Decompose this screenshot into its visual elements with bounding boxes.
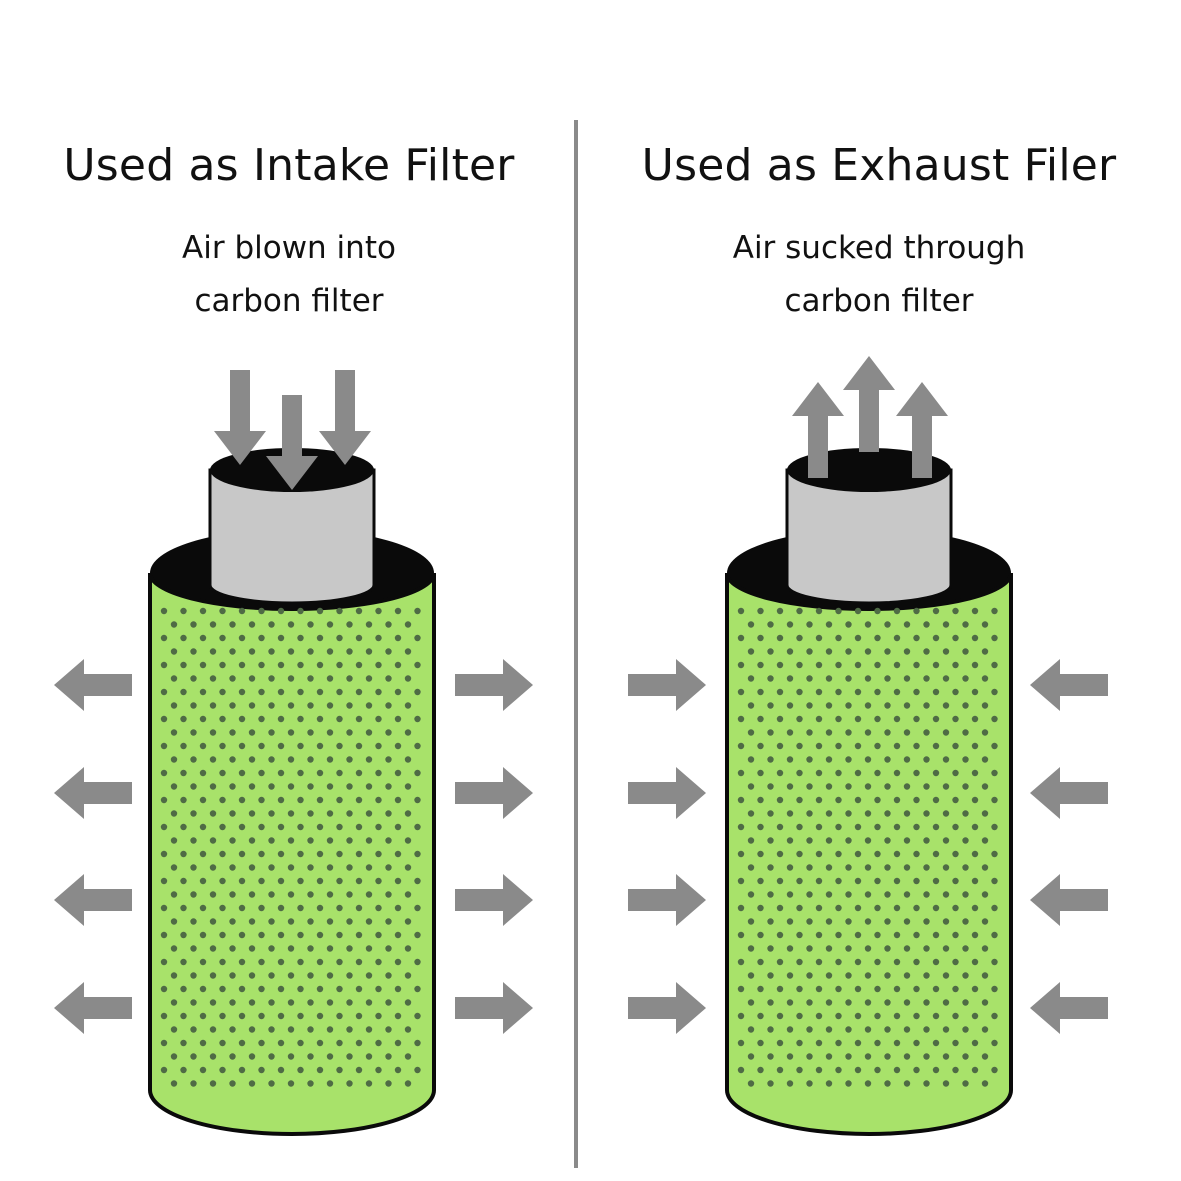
intake-arrow-out-left-1 [54,659,132,711]
panel-divider [574,120,578,1168]
exhaust-subtitle-line1: Air sucked through [732,230,1026,266]
intake-title: Used as Intake Filter [63,140,515,191]
exhaust-title: Used as Exhaust Filer [641,140,1117,191]
intake-filter-body [148,572,436,1136]
exhaust-filter-body [725,572,1013,1136]
intake-arrow-out-left-4 [54,982,132,1034]
exhaust-arrow-in-right-1 [1030,659,1108,711]
exhaust-arrow-in-right-3 [1030,874,1108,926]
exhaust-arrow-in-left-2 [628,767,706,819]
intake-arrow-down-1 [214,370,266,465]
intake-panel: Used as Intake Filter Air blown into car… [0,0,578,1181]
intake-subtitle: Air blown into carbon filter [0,222,578,328]
intake-arrow-out-left-3 [54,874,132,926]
intake-arrow-out-right-1 [455,659,533,711]
exhaust-filter-perforations [737,607,998,1087]
exhaust-arrow-up-1 [792,382,844,478]
intake-filter-perforations [160,607,421,1087]
exhaust-arrow-in-left-3 [628,874,706,926]
exhaust-arrow-up-3 [896,382,948,478]
exhaust-arrow-in-right-2 [1030,767,1108,819]
exhaust-arrow-in-right-4 [1030,982,1108,1034]
exhaust-arrow-in-left-1 [628,659,706,711]
exhaust-panel: Used as Exhaust Filer Air sucked through… [590,0,1168,1181]
intake-arrow-out-right-4 [455,982,533,1034]
intake-arrow-out-right-2 [455,767,533,819]
intake-subtitle-line2: carbon filter [194,283,384,319]
exhaust-subtitle-line2: carbon filter [784,283,974,319]
exhaust-filter-collar [785,468,953,605]
intake-arrow-out-right-3 [455,874,533,926]
exhaust-arrow-in-left-4 [628,982,706,1034]
intake-filter-collar [208,468,376,605]
intake-arrow-out-left-2 [54,767,132,819]
intake-arrow-down-2 [266,395,318,490]
exhaust-arrow-up-2 [843,356,895,452]
intake-arrow-down-3 [319,370,371,465]
exhaust-subtitle: Air sucked through carbon filter [590,222,1168,328]
intake-subtitle-line1: Air blown into [182,230,396,266]
